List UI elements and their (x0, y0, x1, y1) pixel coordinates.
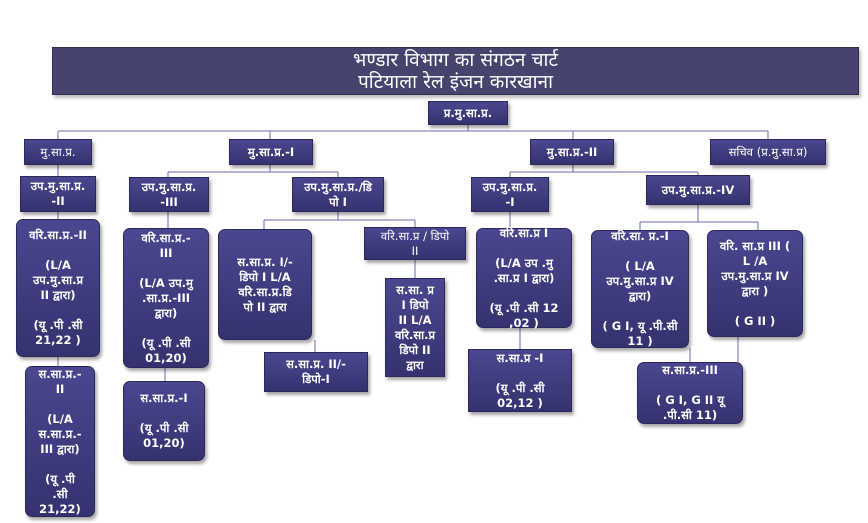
node-ssp-depot2: स.सा.प्र. II/- डिपो-I (264, 352, 368, 392)
node-ssp-depot-small: स.सा. प्र I डिपो II L/A वरि.सा.प्र डिपो … (385, 278, 445, 377)
node-msp-left: मु.सा.प्र. (24, 139, 92, 165)
node-ssp-1-left: स.सा.प्र.-I (यू .पी .सी 01,20) (123, 381, 205, 461)
node-upmsp-3: उप.मु.सा.प्र. -III (129, 177, 209, 212)
node-upmsp-4: उप.मु.सा.प्र.-IV (646, 175, 750, 205)
node-root: प्र.मु.सा.प्र. (428, 101, 508, 125)
node-vsp-3: वरि.सा.प्र.- III (L/A उप.मु .सा.प्र.-III… (123, 228, 209, 368)
node-upmsp-2: उप.मु.सा.प्र. -II (20, 176, 96, 212)
node-ssp-2: स.सा.प्र.- II (L/A स.सा.प्र.- III द्वारा… (25, 366, 95, 517)
chart-title-line1: भण्डार विभाग का संगठन चार्ट (352, 49, 559, 71)
node-upmsp-depot: उप.मु.सा.प्र./डि पो I (292, 177, 384, 212)
node-vsp-depot2: वरि.सा.प्र / डिपो II (364, 227, 466, 260)
chart-title: भण्डार विभाग का संगठन चार्ट पटियाला रेल … (52, 47, 859, 95)
node-vsp-1-mid: वरि.सा.प्र I (L/A उप .मु .सा.प्र I द्वार… (476, 226, 572, 330)
chart-title-line2: पटियाला रेल इंजन कारखाना (358, 71, 553, 93)
node-secretary: सचिव (प्र.मु.सा.प्र) (710, 139, 826, 165)
node-msp-1: मु.सा.प्र.-I (229, 139, 313, 165)
node-ssp-depot1: स.सा.प्र. I/- डिपो I L/A वरि.सा.प्र.डि प… (218, 229, 312, 340)
node-upmsp-1: उप.मु.सा.प्र. -I (471, 177, 549, 212)
node-vsp-1-right: वरि.सा. प्र.-I ( L/A उप.मु.सा.प्र IV द्व… (591, 229, 689, 348)
node-msp-2: मु.सा.प्र.-II (530, 139, 614, 165)
node-vsp-2: वरि.सा.प्र.-II (L/A उप.मु.सा.प्र II द्वा… (16, 219, 100, 357)
node-ssp-3-right: स.सा.प्र.-III ( G I, G II यू .पी.सी 11) (637, 362, 743, 424)
node-vsp-3-right: वरि. सा.प्र III ( L /A उप.मु.सा.प्र IV द… (707, 230, 803, 337)
node-ssp-1-mid: स.सा.प्र -I (यू .पी .सी 02,12 ) (468, 349, 572, 412)
